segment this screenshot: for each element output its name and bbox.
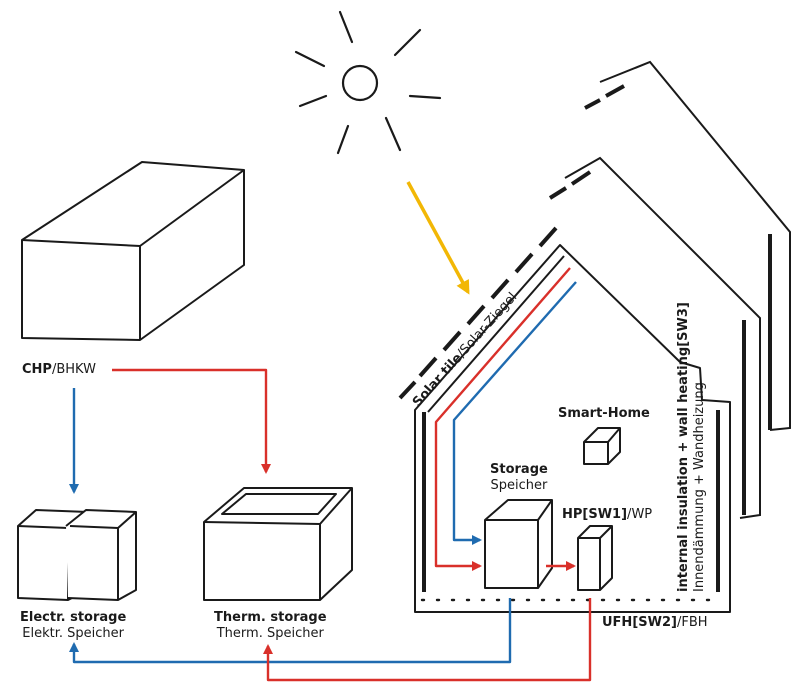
smart-home-device-icon — [583, 427, 621, 465]
electrical-storage-icon — [17, 509, 137, 601]
thermal-storage-icon — [203, 487, 353, 601]
solar-heat-flow — [434, 267, 571, 571]
storage-label: Storage Speicher — [490, 462, 548, 493]
chp-label: CHP/BHKW — [22, 362, 96, 377]
heat-pump-icon — [577, 525, 613, 591]
solar-tile-return-line — [427, 255, 565, 413]
ufh-label: UFH[SW2]/FBH — [602, 615, 708, 630]
house-storage-icon — [484, 499, 553, 589]
electrical-storage-label: Electr. storage Elektr. Speicher — [20, 610, 127, 641]
thermal-storage-label: Therm. storage Therm. Speicher — [214, 610, 327, 641]
sun-icon — [294, 10, 442, 155]
smart-home-label: Smart-Home — [558, 406, 650, 421]
electrical-grid-flow — [69, 598, 512, 664]
insulation-label: internal insulation + wall heating[SW3] … — [676, 302, 707, 592]
background-houses — [548, 60, 791, 519]
solar-cold-flow — [452, 281, 577, 545]
chp-unit-icon — [21, 161, 245, 341]
chp-to-thermal-flow — [112, 368, 271, 474]
sun-ray-arrow — [406, 181, 470, 295]
heatpump-thermal-flow — [263, 598, 592, 682]
heat-pump-label: HP[SW1]/WP — [562, 507, 653, 522]
